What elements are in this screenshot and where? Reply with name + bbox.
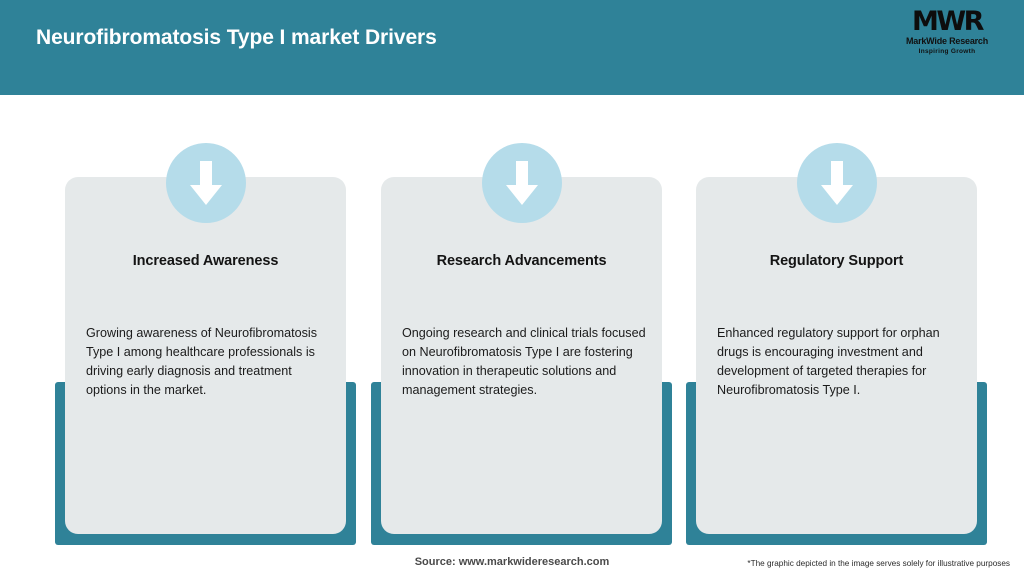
driver-card-title: Research Advancements	[436, 253, 607, 269]
down-arrow-glyph	[189, 161, 222, 205]
company-logo: MWR MarkWide Research Inspiring Growth	[892, 8, 1002, 60]
driver-card-body: Enhanced regulatory support for orphan d…	[717, 326, 940, 397]
driver-column: Research Advancements Ongoing research a…	[363, 95, 680, 576]
page-title: Neurofibromatosis Type I market Drivers	[36, 26, 437, 49]
driver-card-title: Increased Awareness	[132, 253, 279, 269]
logo-tagline: Inspiring Growth	[918, 48, 976, 55]
drivers-card-grid: Increased Awareness Growing awareness of…	[0, 95, 1024, 576]
driver-column: Increased Awareness Growing awareness of…	[47, 95, 364, 576]
driver-card-body: Ongoing research and clinical trials foc…	[402, 326, 646, 397]
logo-monogram: MWR	[912, 6, 984, 37]
down-arrow-icon	[796, 143, 877, 223]
driver-column: Regulatory Support Enhanced regulatory s…	[678, 95, 995, 576]
driver-card-body: Growing awareness of Neurofibromatosis T…	[86, 326, 317, 397]
footer-source: Source: www.markwideresearch.com	[414, 556, 610, 568]
down-arrow-icon	[481, 143, 562, 223]
driver-card[interactable]: Research Advancements Ongoing research a…	[381, 177, 662, 534]
driver-card[interactable]: Increased Awareness Growing awareness of…	[65, 177, 346, 534]
down-arrow-glyph	[820, 161, 853, 205]
logo-company-name: MarkWide Research	[905, 36, 989, 46]
driver-card-title: Regulatory Support	[769, 253, 904, 269]
footer-disclaimer: *The graphic depicted in the image serve…	[747, 559, 1010, 568]
driver-card[interactable]: Regulatory Support Enhanced regulatory s…	[696, 177, 977, 534]
down-arrow-glyph	[505, 161, 538, 205]
down-arrow-icon	[165, 143, 246, 223]
page-header: Neurofibromatosis Type I market Drivers …	[0, 0, 1024, 95]
